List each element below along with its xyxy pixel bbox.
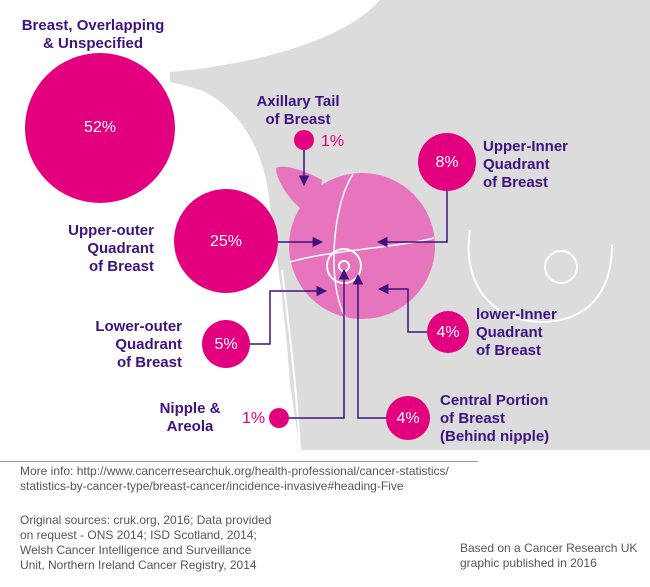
value-nipple: 1% (242, 410, 265, 428)
bubble-axillary (294, 130, 314, 150)
bubble-nipple (269, 408, 289, 428)
value-overlapping: 52% (70, 119, 130, 137)
label-nipple: Nipple & Areola (150, 400, 230, 436)
value-upper-outer: 25% (201, 233, 251, 251)
value-axillary: 1% (321, 133, 344, 151)
value-upper-inner: 8% (427, 154, 467, 172)
label-upper-inner: Upper-Inner Quadrant of Breast (483, 138, 593, 192)
more-info-text: More info: http://www.cancerresearchuk.o… (20, 464, 490, 494)
footer-divider (0, 461, 478, 462)
original-sources-text: Original sources: cruk.org, 2016; Data p… (20, 513, 310, 573)
value-lower-outer: 5% (206, 336, 246, 354)
label-lower-outer: Lower-outer Quadrant of Breast (66, 318, 182, 372)
label-overlapping: Breast, Overlapping & Unspecified (8, 17, 178, 53)
label-lower-inner: lower-Inner Quadrant of Breast (476, 306, 586, 360)
label-axillary: Axillary Tail of Breast (238, 93, 358, 129)
value-lower-inner: 4% (428, 324, 468, 342)
label-upper-outer: Upper-outer Quadrant of Breast (40, 222, 154, 276)
value-central: 4% (388, 410, 428, 428)
left-breast-shape (289, 173, 435, 319)
label-central: Central Portion of Breast (Behind nipple… (440, 392, 580, 446)
attribution-text: Based on a Cancer Research UK graphic pu… (460, 541, 650, 571)
